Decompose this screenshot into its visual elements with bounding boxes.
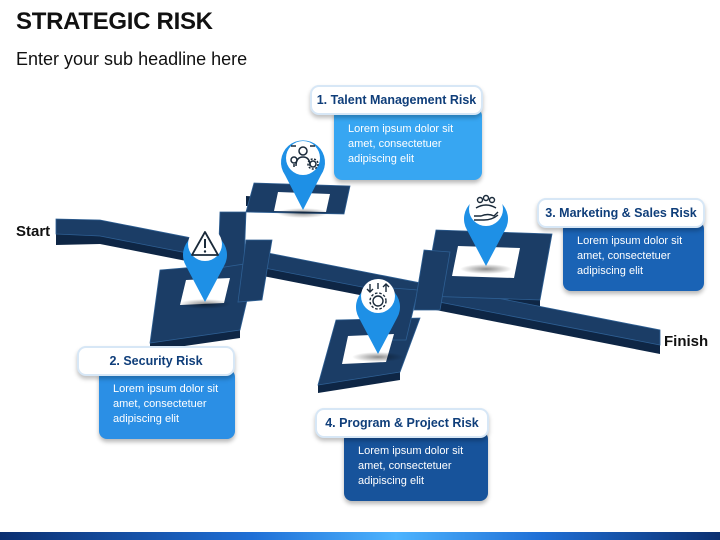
pin-shadow [179, 299, 231, 309]
pin-marketing-sales [464, 192, 509, 266]
risk-heading-program: 4. Program & Project Risk [315, 408, 489, 438]
warning-triangle-icon [191, 231, 219, 256]
pin-program-project [356, 279, 401, 354]
pin-talent-management [281, 140, 325, 210]
risk-body-talent: Lorem ipsum dolor sit amet, consectetuer… [334, 108, 482, 180]
risk-body-marketing: Lorem ipsum dolor sit amet, consectetuer… [563, 221, 704, 291]
risk-heading-marketing: 3. Marketing & Sales Risk [537, 198, 705, 228]
pin-shadow [277, 208, 329, 218]
footer-accent-bar [0, 532, 720, 540]
page-title: STRATEGIC RISK [16, 8, 213, 35]
gear-arrows-icon [366, 283, 390, 310]
risk-body-security: Lorem ipsum dolor sit amet, consectetuer… [99, 369, 235, 439]
page-subtitle: Enter your sub headline here [16, 49, 248, 69]
pin-security [183, 227, 228, 302]
pin-shadow [460, 264, 512, 274]
risk-heading-security: 2. Security Risk [77, 346, 235, 376]
risk-body-program: Lorem ipsum dolor sit amet, consectetuer… [344, 431, 488, 501]
risk-heading-talent: 1. Talent Management Risk [310, 85, 483, 115]
start-label: Start [16, 223, 51, 240]
hand-group-icon [474, 194, 499, 221]
pin-shadow [352, 352, 404, 362]
person-idea-gear-icon [290, 145, 319, 170]
finish-label: Finish [664, 333, 709, 350]
